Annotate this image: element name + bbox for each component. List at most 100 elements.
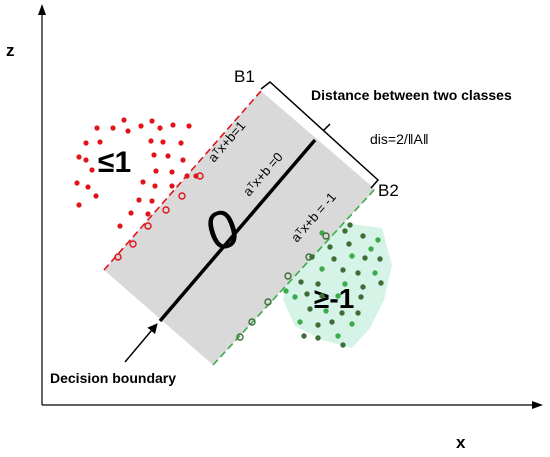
positive-class-point bbox=[375, 237, 381, 243]
positive-class-support-vector bbox=[236, 333, 244, 341]
positive-class-point bbox=[315, 281, 321, 287]
negative-class-support-vector bbox=[196, 172, 204, 180]
positive-class-point bbox=[355, 270, 361, 276]
negative-class-support-vector bbox=[178, 192, 186, 200]
z-axis-label: z bbox=[6, 41, 15, 60]
positive-class-point bbox=[283, 288, 289, 294]
positive-class-point bbox=[346, 241, 352, 247]
negative-class-support-vector bbox=[144, 222, 152, 230]
negative-class-points bbox=[74, 117, 204, 261]
positive-class-point bbox=[327, 244, 333, 250]
positive-class-point bbox=[335, 333, 341, 339]
negative-class-point bbox=[169, 169, 175, 175]
margin-formula: dis=2/‖A‖ bbox=[370, 131, 429, 147]
positive-class-point bbox=[319, 266, 325, 272]
negative-class-point bbox=[140, 179, 146, 185]
negative-class-point bbox=[136, 197, 142, 203]
positive-class-point bbox=[329, 319, 335, 325]
b2-label: B2 bbox=[378, 181, 399, 200]
negative-class-support-vector bbox=[114, 253, 122, 261]
positive-class-point bbox=[315, 322, 321, 328]
negative-class-point bbox=[151, 152, 157, 158]
positive-class-point bbox=[349, 321, 355, 327]
positive-class-point bbox=[331, 256, 337, 262]
positive-class-point bbox=[360, 284, 366, 290]
negative-class-point bbox=[74, 180, 80, 186]
negative-class-point bbox=[117, 223, 123, 229]
positive-class-point bbox=[342, 281, 348, 287]
positive-class-point bbox=[358, 294, 364, 300]
x-axis-arrowhead bbox=[532, 401, 543, 409]
negative-class-point bbox=[148, 138, 154, 144]
decision-boundary-arrow bbox=[124, 323, 158, 363]
negative-class-support-vector bbox=[129, 240, 137, 248]
positive-class-point bbox=[378, 280, 384, 286]
negative-class-point bbox=[76, 154, 82, 160]
positive-class-point bbox=[323, 308, 329, 314]
upper-margin-line bbox=[103, 90, 262, 271]
negative-class-point bbox=[152, 183, 158, 189]
negative-class-point bbox=[128, 210, 134, 216]
positive-class-support-vector bbox=[322, 232, 330, 240]
negative-class-support-vector bbox=[162, 206, 170, 214]
positive-class-support-vector bbox=[284, 272, 292, 280]
negative-class-label: ≤1 bbox=[98, 146, 131, 179]
positive-class-support-vector bbox=[305, 253, 313, 261]
positive-class-point bbox=[301, 333, 307, 339]
x-axis-label: x bbox=[456, 433, 466, 452]
negative-class-point bbox=[97, 139, 103, 145]
lower-margin-line bbox=[212, 188, 376, 366]
z-axis-arrowhead bbox=[38, 4, 46, 15]
negative-class-point bbox=[149, 198, 155, 204]
negative-class-point bbox=[83, 140, 89, 146]
negative-class-point bbox=[138, 123, 144, 129]
positive-class-point bbox=[349, 253, 355, 259]
positive-class-point bbox=[360, 233, 366, 239]
negative-class-point bbox=[149, 118, 155, 124]
b1-label: B1 bbox=[234, 67, 255, 86]
positive-class-point bbox=[377, 256, 383, 262]
negative-class-point bbox=[186, 123, 192, 129]
positive-class-point bbox=[304, 291, 310, 297]
positive-class-points bbox=[236, 222, 384, 348]
negative-class-point bbox=[145, 211, 151, 217]
negative-class-point bbox=[180, 157, 186, 163]
positive-class-point bbox=[292, 294, 298, 300]
positive-class-point bbox=[342, 228, 348, 234]
positive-class-point bbox=[372, 270, 378, 276]
positive-class-point bbox=[307, 306, 313, 312]
negative-class-point bbox=[83, 157, 89, 163]
negative-class-point bbox=[76, 202, 82, 208]
negative-class-point bbox=[94, 125, 100, 131]
negative-class-point bbox=[157, 125, 163, 131]
negative-class-point bbox=[110, 125, 116, 131]
positive-class-point bbox=[335, 293, 341, 299]
positive-class-point bbox=[298, 279, 304, 285]
negative-class-point bbox=[184, 173, 190, 179]
positive-class-support-vector bbox=[264, 298, 272, 306]
positive-class-support-vector bbox=[248, 318, 256, 326]
negative-class-point bbox=[170, 122, 176, 128]
positive-class-point bbox=[339, 310, 345, 316]
negative-class-point bbox=[153, 168, 159, 174]
positive-class-point bbox=[340, 342, 346, 348]
positive-class-point bbox=[340, 267, 346, 273]
margin-title: Distance between two classes bbox=[311, 87, 512, 103]
negative-class-point bbox=[125, 128, 131, 134]
positive-class-point bbox=[368, 246, 374, 252]
margin-bracket bbox=[260, 81, 380, 189]
positive-class-point bbox=[362, 255, 368, 261]
positive-class-point bbox=[315, 335, 321, 341]
negative-class-point bbox=[89, 167, 95, 173]
positive-class-point bbox=[319, 293, 325, 299]
negative-class-point bbox=[169, 183, 175, 189]
negative-class-point bbox=[85, 184, 91, 190]
positive-class-point bbox=[355, 310, 361, 316]
negative-class-point bbox=[121, 117, 127, 123]
positive-class-point bbox=[297, 319, 303, 325]
negative-class-point bbox=[160, 139, 166, 145]
negative-class-point bbox=[165, 153, 171, 159]
decision-boundary-label: Decision boundary bbox=[50, 370, 176, 386]
